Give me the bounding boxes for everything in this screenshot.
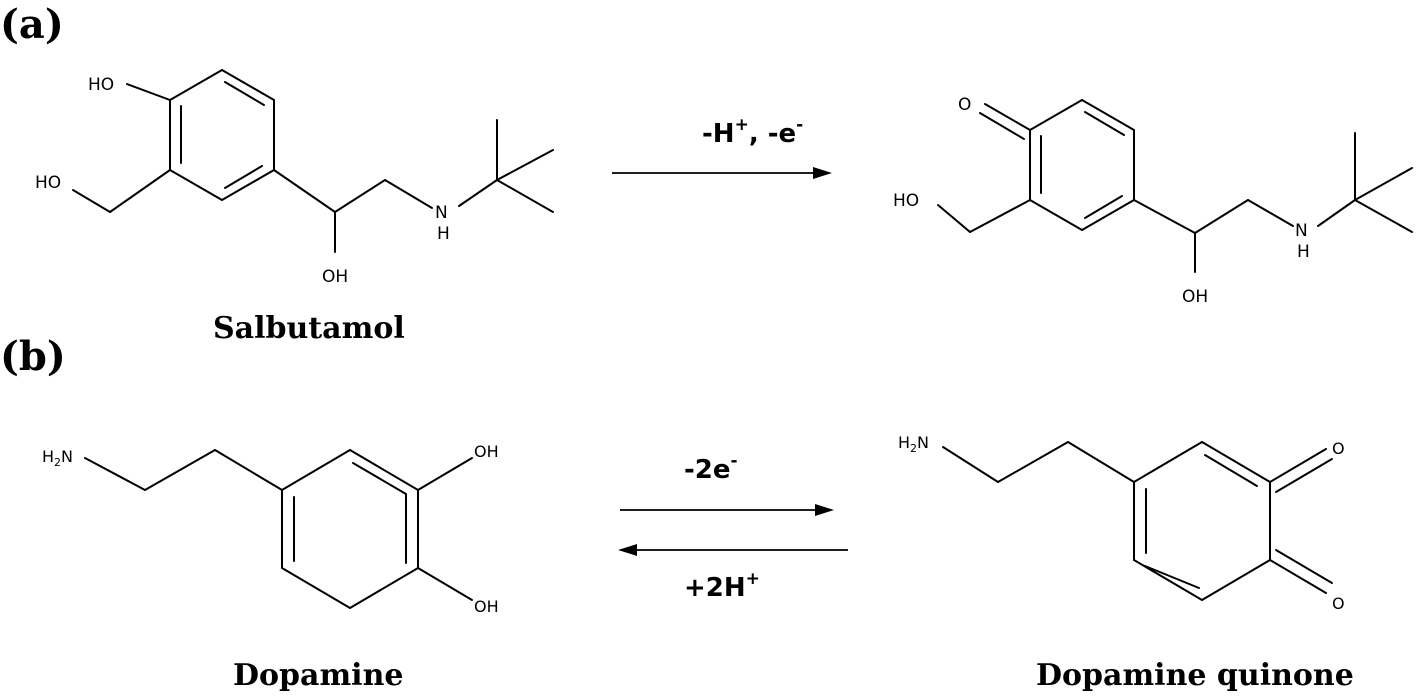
quinone-bonds <box>942 441 1333 601</box>
condition-b-forward: -2e- <box>684 451 738 485</box>
dopamine-quinone-structure: H2N O O <box>898 433 1345 613</box>
product-a-oh: OH <box>1182 287 1208 307</box>
dopamine-h2n-n: N <box>61 447 73 466</box>
condition-b-forward-base: -2e <box>684 455 731 485</box>
dopamine-bonds <box>84 449 473 609</box>
arrow-a <box>612 167 832 179</box>
salbutamol-oh: OH <box>322 267 348 287</box>
salbutamol-structure: HO HO OH N H <box>35 69 554 287</box>
condition-a-h: -H <box>702 119 735 149</box>
quinone-h2n-h: H <box>898 433 910 452</box>
condition-b-reverse: +2H+ <box>684 569 760 603</box>
arrow-b-forward <box>620 504 834 516</box>
quinone-h2n-sub: 2 <box>910 442 917 455</box>
salbutamol-h: H <box>437 224 450 244</box>
dopamine-structure: H2N OH OH <box>42 442 499 616</box>
dopamine-oh-bottom: OH <box>474 597 499 616</box>
dopamine-oh-top: OH <box>474 442 499 461</box>
salbutamol-product-structure: O HO OH N H <box>893 95 1413 307</box>
product-a-o: O <box>958 95 971 115</box>
panel-label-b: (b) <box>0 333 66 380</box>
arrow-b-reverse <box>618 544 848 556</box>
condition-b-reverse-base: +2H <box>684 573 746 603</box>
product-a-bonds <box>937 99 1413 273</box>
dopamine-h2n: H2N <box>42 447 73 469</box>
condition-a-e: , -e <box>749 119 796 149</box>
product-a-ho-side: HO <box>893 191 919 211</box>
salbutamol-ho-side: HO <box>35 173 61 193</box>
salbutamol-ho-top: HO <box>88 75 114 95</box>
quinone-o-top: O <box>1332 439 1345 458</box>
product-a-h: H <box>1297 242 1310 262</box>
condition-a-h-sup: + <box>735 115 749 135</box>
salbutamol-n: N <box>435 203 448 223</box>
quinone-o-bottom: O <box>1332 594 1345 613</box>
salbutamol-name: Salbutamol <box>213 311 405 346</box>
dopamine-name: Dopamine <box>233 658 403 693</box>
quinone-h2n-n: N <box>917 433 929 452</box>
condition-a-e-sup: - <box>796 115 803 135</box>
condition-a: -H+, -e- <box>702 115 803 149</box>
salbutamol-bonds <box>72 69 554 253</box>
condition-b-forward-sup: - <box>731 451 738 471</box>
product-a-n: N <box>1295 221 1308 241</box>
dopamine-h2n-sub: 2 <box>54 456 61 469</box>
quinone-h2n: H2N <box>898 433 929 455</box>
condition-b-reverse-sup: + <box>746 569 760 589</box>
dopamine-quinone-name: Dopamine quinone <box>1036 658 1354 693</box>
panel-label-a: (a) <box>0 1 64 48</box>
dopamine-h2n-h: H <box>42 447 54 466</box>
